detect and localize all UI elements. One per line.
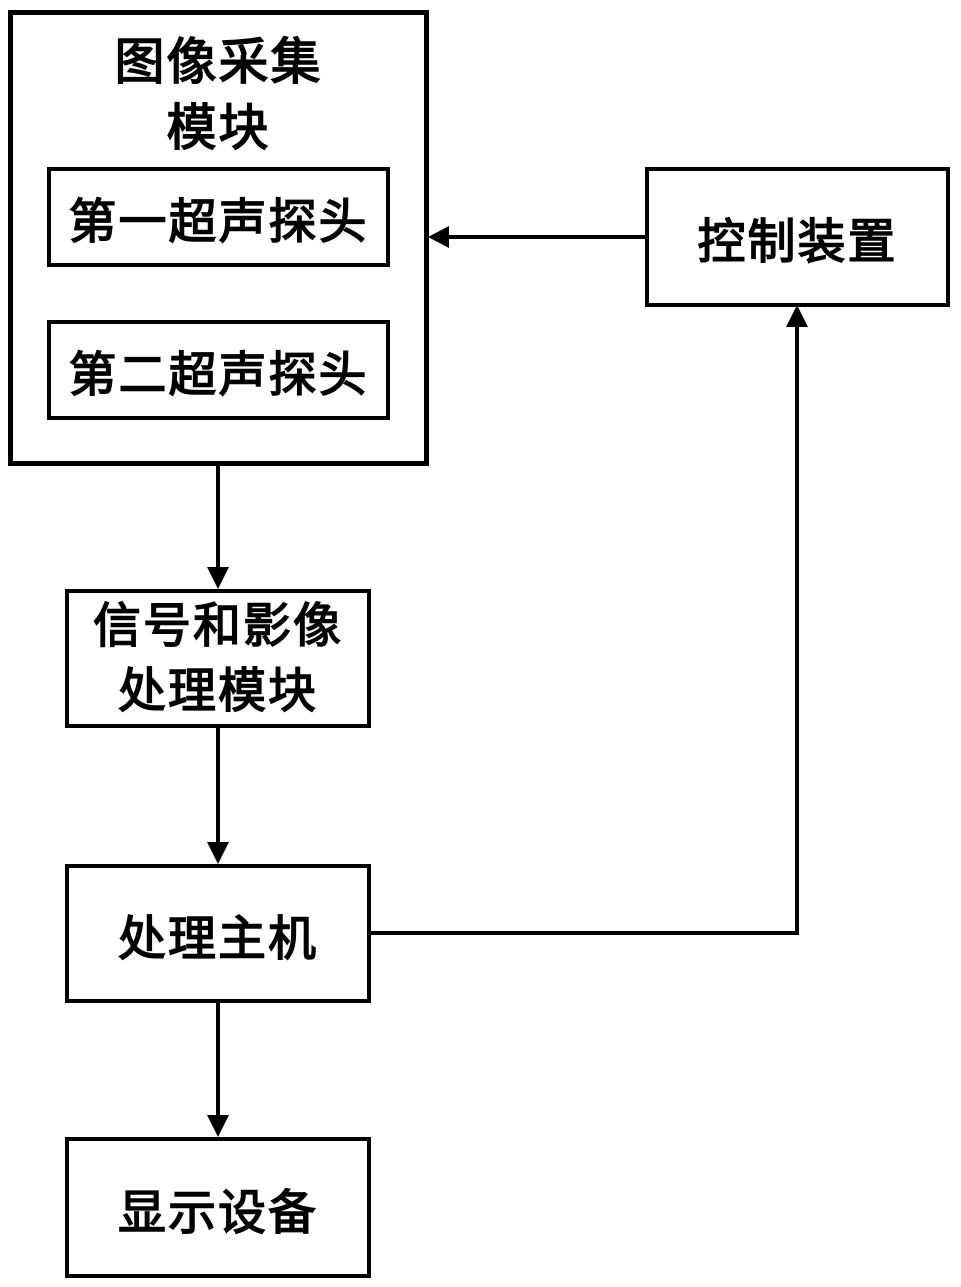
edge-host-to-control-horizontal-line bbox=[371, 931, 799, 935]
edge-control-to-acquisition-arrowhead-icon bbox=[428, 226, 449, 248]
edge-host-to-display-line bbox=[216, 1003, 220, 1116]
node-display-device: 显示设备 bbox=[65, 1137, 371, 1278]
node-control-device-label: 控制装置 bbox=[697, 216, 898, 269]
node-first-ultrasound-probe-label: 第一超声探头 bbox=[68, 196, 369, 249]
edge-acquisition-to-processing-line bbox=[216, 466, 220, 568]
node-second-ultrasound-probe: 第二超声探头 bbox=[47, 320, 390, 420]
node-second-ultrasound-probe-label: 第二超声探头 bbox=[68, 349, 369, 402]
node-display-device-label: 显示设备 bbox=[117, 1186, 318, 1240]
edge-control-to-acquisition-line bbox=[448, 235, 645, 239]
node-image-acquisition-module: 图像采集 模块 bbox=[8, 10, 429, 466]
edge-acquisition-to-processing-arrowhead-icon bbox=[207, 567, 229, 589]
edge-host-to-control-vertical-line bbox=[795, 325, 799, 935]
node-control-device: 控制装置 bbox=[645, 167, 950, 307]
node-signal-image-processing-module: 信号和影像 处理模块 bbox=[65, 589, 371, 728]
edge-processing-to-host-arrowhead-icon bbox=[207, 842, 229, 864]
label-line-1: 图像采集 bbox=[114, 34, 323, 90]
node-first-ultrasound-probe: 第一超声探头 bbox=[47, 167, 390, 267]
node-processing-host: 处理主机 bbox=[65, 864, 371, 1003]
label-line-2: 处理模块 bbox=[117, 664, 318, 718]
label-line-2: 模块 bbox=[166, 100, 271, 156]
edge-processing-to-host-line bbox=[216, 728, 220, 843]
node-image-acquisition-module-label: 图像采集 模块 bbox=[13, 15, 424, 161]
node-signal-image-processing-module-label: 信号和影像 处理模块 bbox=[93, 594, 343, 724]
label-line-1: 信号和影像 bbox=[92, 599, 343, 653]
node-processing-host-label: 处理主机 bbox=[117, 912, 318, 966]
edge-host-to-display-arrowhead-icon bbox=[207, 1115, 229, 1137]
edge-host-to-control-arrowhead-icon bbox=[786, 305, 808, 327]
